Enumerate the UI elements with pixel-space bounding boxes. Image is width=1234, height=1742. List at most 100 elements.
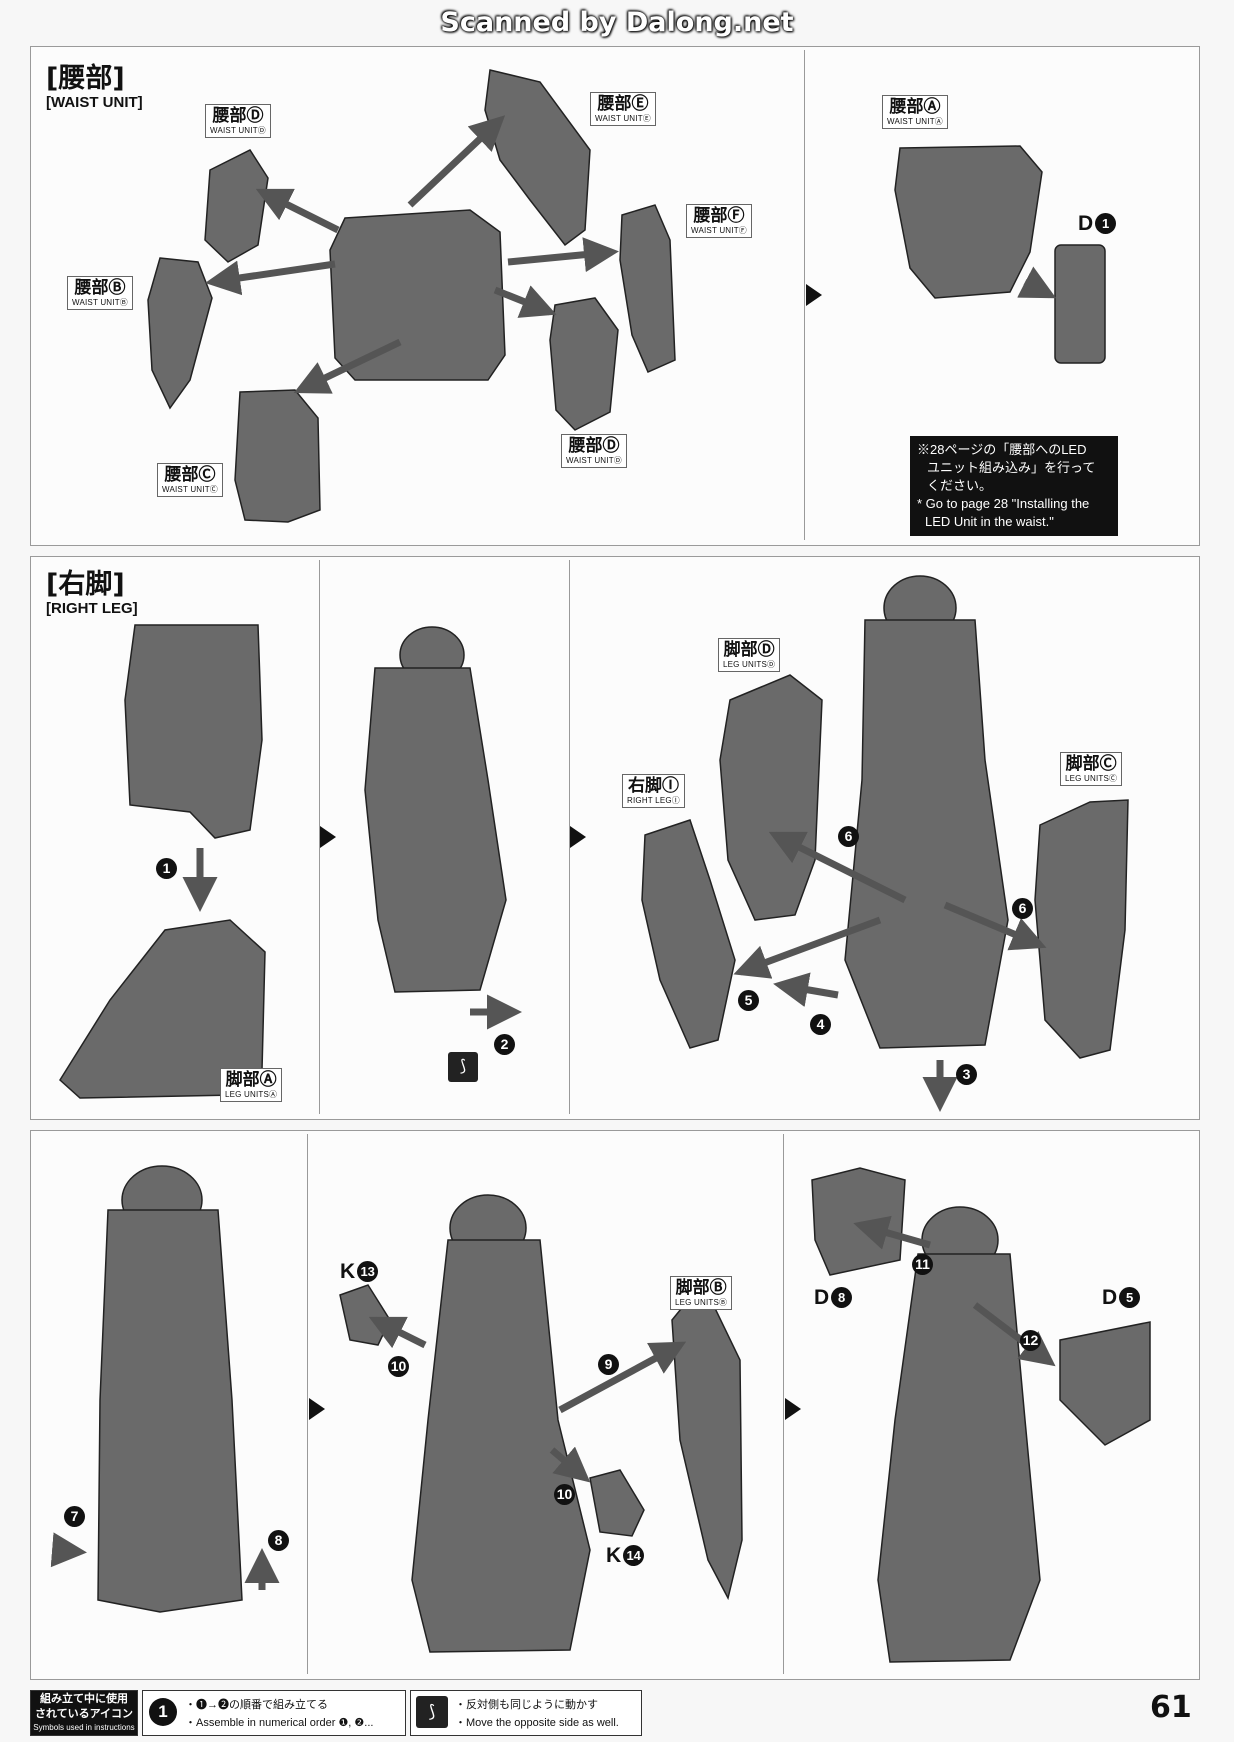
right-leg-part-i xyxy=(641,819,736,1049)
waist-panel-divider xyxy=(804,50,805,540)
waist-assembled xyxy=(894,145,1043,299)
arrow-waist-d-lower xyxy=(493,285,557,318)
waist-part-f xyxy=(619,204,676,373)
label-en: LEG UNITSⒶ xyxy=(225,1090,278,1099)
step-number: 12 xyxy=(1020,1330,1041,1351)
legend-title-en: Symbols used in instructions xyxy=(33,1723,135,1732)
leg-part-c xyxy=(1034,799,1129,1059)
part-ref-number: 14 xyxy=(623,1545,645,1566)
waist-section-subtitle: [WAIST UNIT] xyxy=(46,94,143,111)
flow-arrow-leg-4 xyxy=(785,1398,801,1420)
leg-upper-step1 xyxy=(124,624,263,839)
legend-mirror-box: ⟆ ・反対側も同じように動かす ・Move the opposite side … xyxy=(410,1690,642,1736)
part-d8 xyxy=(811,1167,906,1276)
step-number: 2 xyxy=(494,1034,515,1055)
arrow-step5 xyxy=(733,916,882,979)
watermark: Scanned by Dalong.net xyxy=(440,7,794,38)
step-number: 7 xyxy=(64,1506,85,1527)
label-jp: 腰部Ⓕ xyxy=(693,206,745,226)
label-jp: 腰部Ⓒ xyxy=(164,465,216,485)
leg-foot-step1 xyxy=(59,919,266,1099)
legend-mirror-en: ・Move the opposite side as well. xyxy=(455,1717,619,1729)
arrow-waist-d xyxy=(255,188,340,234)
note-jp-line1: ※28ページの「腰部へのLED xyxy=(917,442,1087,457)
label-leg-c: 脚部Ⓒ LEG UNITSⒸ xyxy=(1060,752,1123,786)
note-en-line2: LED Unit in the waist." xyxy=(925,514,1054,529)
legend-order-box: 1 ・❶→❷の順番で組み立てる ・Assemble in numerical o… xyxy=(142,1690,406,1736)
led-part-d1 xyxy=(1054,244,1106,364)
waist-part-d-upper xyxy=(204,149,269,263)
part-ref-number: 1 xyxy=(1095,213,1117,234)
arrow-step11 xyxy=(853,1215,931,1250)
step-number: 9 xyxy=(598,1354,619,1375)
label-waist-d-upper: 腰部Ⓓ WAIST UNITⒹ xyxy=(205,104,271,138)
step-number: 8 xyxy=(268,1530,289,1551)
leg-panel-divider-3 xyxy=(307,1134,308,1674)
part-k14 xyxy=(589,1469,645,1537)
step-number: 6 xyxy=(1012,898,1033,919)
step-number: 11 xyxy=(912,1254,933,1275)
label-en: WAIST UNITⒹ xyxy=(210,126,266,135)
mirror-side-legend-icon: ⟆ xyxy=(416,1696,448,1728)
label-waist-e: 腰部Ⓔ WAIST UNITⒺ xyxy=(590,92,656,126)
label-en: WAIST UNITⒶ xyxy=(887,117,943,126)
label-en: RIGHT LEGⒾ xyxy=(627,796,680,805)
label-jp: 脚部Ⓑ xyxy=(675,1278,727,1298)
label-leg-b: 脚部Ⓑ LEG UNITSⒷ xyxy=(670,1276,733,1310)
label-en: LEG UNITSⒹ xyxy=(723,660,776,669)
step-number: 1 xyxy=(156,858,177,879)
leg-part-b xyxy=(671,1297,743,1601)
label-waist-a: 腰部Ⓐ WAIST UNITⒶ xyxy=(882,95,948,129)
label-en: LEG UNITSⒸ xyxy=(1065,774,1118,783)
numbered-step-icon: 1 xyxy=(149,1698,177,1726)
label-en: WAIST UNITⒻ xyxy=(691,226,747,235)
arrow-step10-bottom xyxy=(549,1446,591,1483)
part-ref-number: 5 xyxy=(1119,1287,1141,1308)
legend-mirror-jp: ・反対側も同じように動かす xyxy=(455,1699,598,1711)
label-jp: 腰部Ⓓ xyxy=(568,436,620,456)
mirror-side-icon: ⟆ xyxy=(448,1052,478,1082)
right-leg-section-title: [右脚] xyxy=(46,569,125,600)
page-number: 61 xyxy=(1150,1690,1192,1725)
legend-title-jp1: 組み立て中に使用 xyxy=(40,1693,128,1705)
arrow-led xyxy=(1017,266,1057,299)
arrow-step4 xyxy=(773,972,839,1008)
symbol-legend: 組み立て中に使用 されているアイコン Symbols used in instr… xyxy=(30,1690,1110,1736)
label-jp: 脚部Ⓓ xyxy=(723,640,775,660)
legend-order-en: ・Assemble in numerical order ❶, ❷... xyxy=(185,1717,374,1729)
flow-arrow-leg-2 xyxy=(570,826,586,848)
legend-order-jp: ・❶→❷の順番で組み立てる xyxy=(185,1699,328,1711)
leg-panel-divider-4 xyxy=(783,1134,784,1674)
right-leg-section-subtitle: [RIGHT LEG] xyxy=(46,600,138,617)
part-ref-letter: D xyxy=(814,1286,830,1309)
waist-section-title: [腰部] xyxy=(46,63,125,94)
leg-step2 xyxy=(364,667,507,993)
leg-panel-divider-2 xyxy=(569,560,570,1114)
flow-arrow-leg-1 xyxy=(320,826,336,848)
label-jp: 右脚Ⓘ xyxy=(627,776,679,796)
step-number: 5 xyxy=(738,990,759,1011)
label-right-leg-i: 右脚Ⓘ RIGHT LEGⒾ xyxy=(622,774,685,808)
leg-core-step3 xyxy=(844,619,1009,1049)
part-ref-letter: D xyxy=(1078,212,1094,235)
flow-arrow-leg-3 xyxy=(309,1398,325,1420)
arrow-step12 xyxy=(972,1302,1056,1367)
label-jp: 脚部Ⓒ xyxy=(1065,754,1117,774)
arrow-waist-b xyxy=(205,260,336,296)
note-en-line1: * Go to page 28 "Installing the xyxy=(917,496,1090,511)
arrow-step9 xyxy=(558,1341,687,1414)
leg-part-d xyxy=(719,674,823,921)
note-jp-line2: ユニット組み込み」を行って xyxy=(927,460,1096,475)
leg-panel-divider-1 xyxy=(319,560,320,1114)
label-leg-d: 脚部Ⓓ LEG UNITSⒹ xyxy=(718,638,781,672)
label-en: WAIST UNITⒸ xyxy=(162,485,218,494)
waist-part-e xyxy=(484,69,591,247)
label-waist-b: 腰部Ⓑ WAIST UNITⒷ xyxy=(67,276,133,310)
part-k13 xyxy=(339,1284,391,1346)
waist-part-d-lower xyxy=(549,297,619,431)
